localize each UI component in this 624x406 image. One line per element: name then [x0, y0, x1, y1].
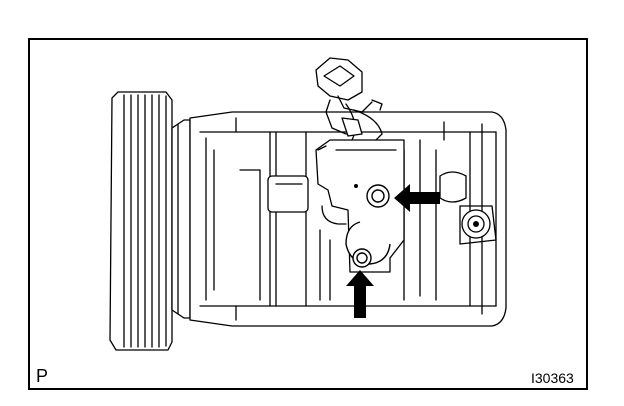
pulley — [109, 91, 173, 351]
clutch-hub — [171, 119, 191, 319]
section-letter: P — [36, 366, 49, 386]
arrow-lower-bolt — [346, 270, 374, 318]
lower-bolt — [345, 221, 391, 268]
connector — [315, 57, 383, 141]
arrow-upper-bolt — [394, 184, 440, 212]
upper-bolt — [366, 184, 390, 208]
figure-code: I30363 — [531, 370, 574, 386]
